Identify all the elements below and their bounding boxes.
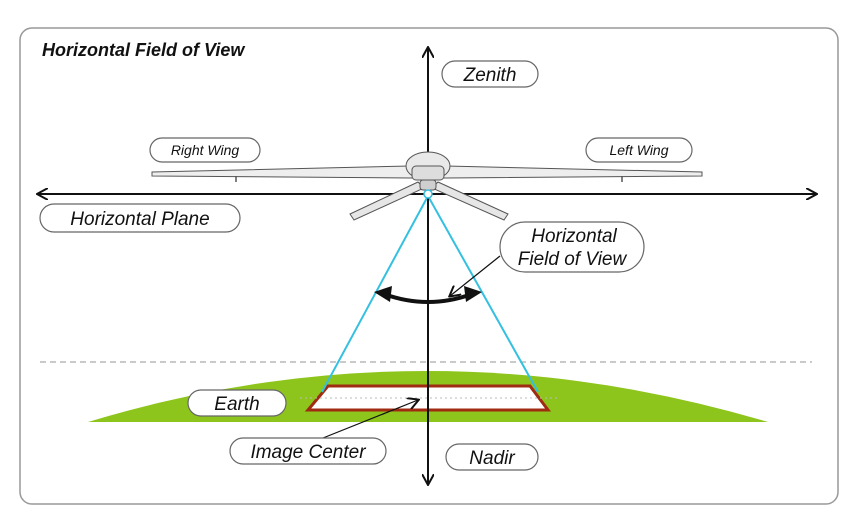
svg-text:Image Center: Image Center <box>250 442 366 463</box>
diagram-title: Horizontal Field of View <box>42 40 245 60</box>
image-center-label: Image Center <box>229 437 387 465</box>
svg-text:Horizontal: Horizontal <box>531 226 617 247</box>
left-wing-label: Left Wing <box>585 137 693 163</box>
right-wing-label: Right Wing <box>149 137 261 163</box>
nadir-label: Nadir <box>445 443 539 471</box>
hfov-leader-line <box>450 255 501 296</box>
hfov-label: Horizontal Field of View <box>499 221 645 273</box>
fov-angle-arc <box>383 292 473 304</box>
svg-text:Right Wing: Right Wing <box>171 142 240 158</box>
earth-label: Earth <box>187 389 287 417</box>
svg-text:Field of View: Field of View <box>518 249 628 270</box>
horizontal-plane-label: Horizontal Plane <box>39 203 241 233</box>
zenith-label: Zenith <box>441 60 539 88</box>
svg-text:Nadir: Nadir <box>469 448 515 469</box>
svg-text:Earth: Earth <box>214 394 259 415</box>
fov-line-right <box>427 195 539 393</box>
image-center-leader-line <box>317 400 418 441</box>
svg-text:Horizontal Plane: Horizontal Plane <box>70 209 209 230</box>
fov-line-left <box>321 195 429 393</box>
svg-text:Left Wing: Left Wing <box>609 142 668 158</box>
svg-text:Zenith: Zenith <box>463 65 517 86</box>
aircraft-icon <box>151 151 703 221</box>
fov-arc-head-left <box>374 286 392 302</box>
fov-arc-head-right <box>464 286 482 302</box>
